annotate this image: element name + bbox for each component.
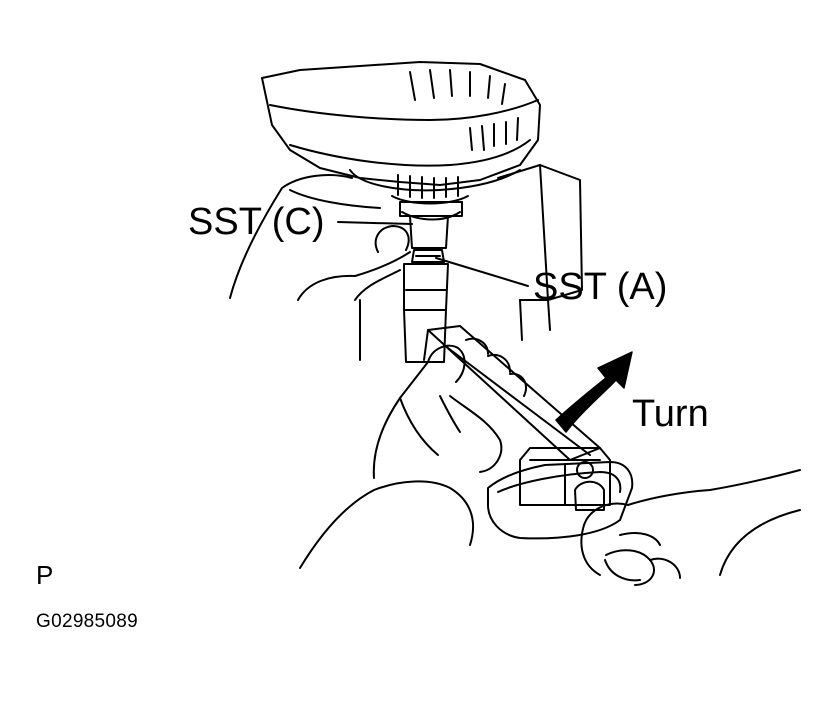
turn-label: Turn: [632, 393, 709, 435]
lower-left-hand: [299, 337, 528, 569]
sst-a-leader-line: [435, 257, 529, 287]
sst-c-leader-line: [337, 221, 413, 225]
sst-c-tool: [399, 201, 463, 249]
upper-hand: [229, 174, 411, 361]
lower-right-hand: [580, 469, 801, 586]
sst-a-tool: [403, 249, 449, 363]
alternator-body: [261, 61, 541, 205]
turn-arrow: [555, 351, 633, 433]
engine-bracket: [497, 164, 583, 341]
sst-c-label: SST (C): [188, 201, 325, 243]
holding-wrench: [487, 447, 634, 540]
figure-id-label: G02985089: [36, 611, 139, 632]
view-code-label: P: [36, 560, 54, 590]
sst-a-label: SST (A): [533, 266, 668, 308]
